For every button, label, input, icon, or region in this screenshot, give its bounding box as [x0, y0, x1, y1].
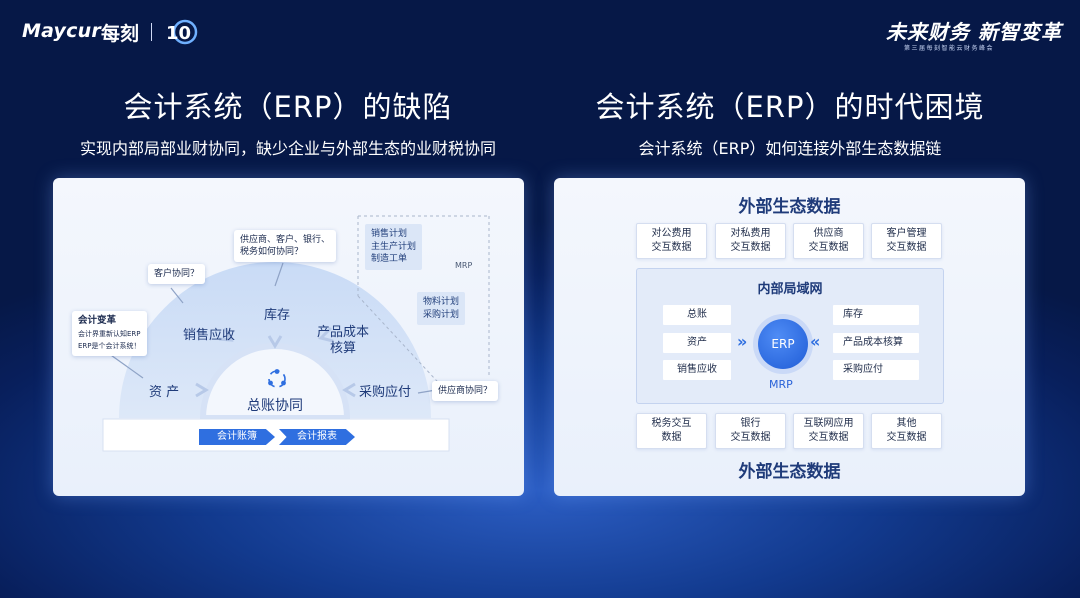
module-product-cost: 产品成本核算 — [833, 333, 919, 353]
brand-logo-text: Maycur — [22, 20, 101, 42]
anniversary-badge-text: 10 — [166, 23, 191, 44]
eco-box-customer-mgmt: 客户管理 交互数据 — [871, 223, 942, 259]
eco-box-supplier: 供应商 交互数据 — [793, 223, 864, 259]
mrp-top-3: 制造工单 — [371, 254, 408, 265]
core-ledger-label: 总账协同 — [247, 398, 303, 414]
pill-accounting-reports: 会计报表 — [279, 429, 355, 445]
mrp-top-2: 主生产计划 — [371, 241, 417, 252]
callout-customer-collab: 客户协同？ — [148, 264, 206, 285]
eco-box-corporate-expense: 对公费用 交互数据 — [636, 223, 707, 259]
module-purchase-payable: 采购应付 — [833, 360, 919, 380]
mrp-label: MRP — [455, 261, 473, 270]
arc-item-inventory: 库存 — [264, 308, 291, 323]
mrp-core-label: MRP — [769, 378, 793, 391]
arc-item-assets: 资 产 — [149, 385, 180, 400]
eco-box-tax: 税务交互 数据 — [636, 413, 707, 449]
module-assets: 资产 — [663, 333, 731, 353]
anniversary-badge-icon: 10 — [166, 19, 198, 45]
mrp-bottom-2: 采购计划 — [423, 309, 460, 320]
mrp-plan-box-bottom: 物料计划 采购计划 — [417, 292, 466, 326]
eco-box-other: 其他 交互数据 — [871, 413, 942, 449]
module-sales-receivable: 销售应收 — [663, 360, 731, 380]
left-panel-subtitle: 实现内部局部业财协同，缺少企业与外部生态的业财税协同 — [79, 139, 496, 158]
eco-box-bank: 银行 交互数据 — [715, 413, 786, 449]
right-panel-title: 会计系统（ERP）的时代困境 — [595, 90, 985, 124]
chevron-right-icon: » — [737, 332, 748, 351]
eco-box-personal-expense: 对私费用 交互数据 — [715, 223, 786, 259]
internal-lan-title: 内部局域网 — [757, 282, 823, 297]
event-title: 未来财务 新智变革 — [886, 20, 1062, 44]
erp-arc-graphic — [102, 215, 490, 452]
ledger-sync-icon — [268, 369, 286, 388]
arc-item-product-cost: 产品成本 核算 — [317, 325, 370, 356]
callout-accounting-reform: 会计变革 会计界重新认知ERP ERP是个会计系统！ — [72, 311, 147, 357]
erp-core-circle: ERP — [758, 319, 808, 369]
mrp-top-1: 销售计划 — [371, 229, 408, 239]
module-inventory: 库存 — [833, 305, 919, 325]
right-panel-subtitle: 会计系统（ERP）如何连接外部生态数据链 — [638, 139, 942, 158]
eco-box-internet-app: 互联网应用 交互数据 — [793, 413, 864, 449]
internal-lan-box: 内部局域网 总账 资产 销售应收 » ERP « MRP 库存 产品成本核算 采… — [636, 268, 944, 404]
brand-logo-cn: 每刻 — [101, 23, 140, 45]
arc-item-purchase-payable: 采购应付 — [359, 385, 412, 400]
callout-reform-line-1: 会计界重新认知ERP — [78, 329, 141, 338]
mrp-bottom-1: 物料计划 — [423, 297, 460, 307]
external-eco-title-bottom: 外部生态数据 — [738, 462, 841, 482]
pill-accounting-books: 会计账簿 — [199, 429, 275, 445]
callout-partners-line-2: 税务如何协同？ — [240, 247, 304, 258]
callout-reform-line-2: ERP是个会计系统！ — [78, 341, 141, 350]
mrp-plan-box-top: 销售计划 主生产计划 制造工单 — [365, 224, 423, 270]
callout-supplier-collab: 供应商协同？ — [432, 381, 499, 402]
brand-separator — [151, 23, 152, 41]
external-eco-title-top: 外部生态数据 — [738, 197, 841, 217]
erp-dilemma-diagram: 外部生态数据 对公费用 交互数据 对私费用 交互数据 供应商 交互数据 客户管理… — [554, 178, 1025, 496]
arc-item-sales-receivable: 销售应收 — [183, 328, 236, 343]
event-subtitle: 第三届每刻智能云财务峰会 — [904, 45, 995, 52]
callout-reform-title: 会计变革 — [78, 315, 117, 326]
callout-partners-collab: 供应商、客户、银行、 税务如何协同？ — [234, 230, 337, 263]
callout-partners-line-1: 供应商、客户、银行、 — [240, 235, 331, 245]
erp-defects-diagram: 资 产 销售应收 库存 产品成本 核算 采购应付 总账协同 会计账簿 会计报表 … — [53, 178, 524, 496]
chevron-left-icon: « — [810, 332, 821, 351]
module-general-ledger: 总账 — [663, 305, 731, 325]
left-panel-title: 会计系统（ERP）的缺陷 — [123, 90, 453, 124]
